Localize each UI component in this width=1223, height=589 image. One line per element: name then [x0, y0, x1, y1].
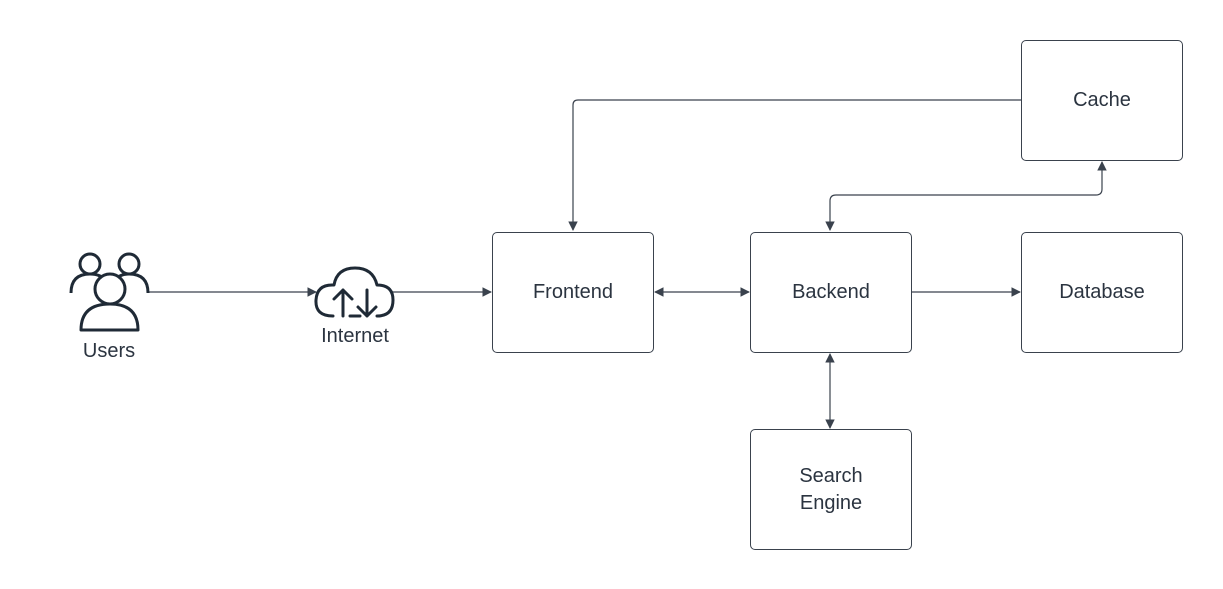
edge-backend-cache — [825, 161, 1107, 231]
frontend-label: Frontend — [532, 281, 614, 303]
internet-label: Internet — [321, 325, 389, 347]
cache-label: Cache — [1073, 89, 1131, 111]
search-engine-node[interactable]: Search Engine — [750, 429, 912, 550]
users-icon — [69, 252, 150, 332]
cloud-upload-download-icon — [314, 266, 395, 318]
backend-node[interactable]: Backend — [750, 232, 912, 353]
frontend-node[interactable]: Frontend — [492, 232, 654, 353]
database-label: Database — [1059, 281, 1145, 303]
database-node[interactable]: Database — [1021, 232, 1183, 353]
search-engine-label: Search Engine — [799, 464, 863, 514]
cache-node[interactable]: Cache — [1021, 40, 1183, 161]
users-label: Users — [82, 340, 136, 362]
edge-cache-frontend — [568, 99, 1021, 231]
backend-label: Backend — [792, 281, 870, 303]
